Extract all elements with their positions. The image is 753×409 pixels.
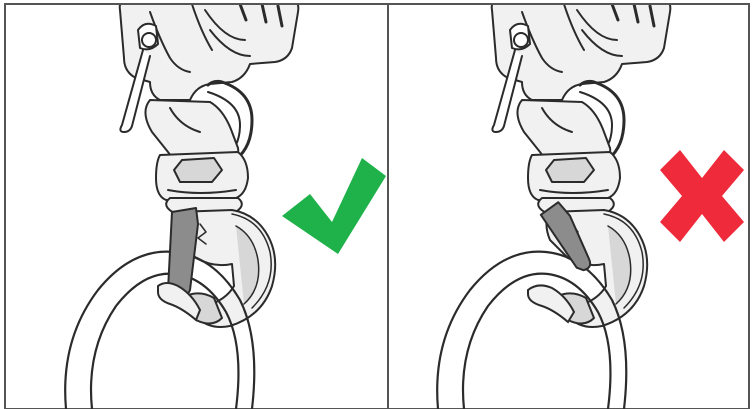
hook-nose [528,285,574,322]
figure-frame [5,4,749,409]
cross-icon [660,150,744,242]
panel-correct [65,0,298,409]
panel-incorrect [437,0,670,409]
checkmark-icon [282,158,386,254]
swivel-hook-illustration [65,0,298,409]
hook-nose [158,283,200,320]
